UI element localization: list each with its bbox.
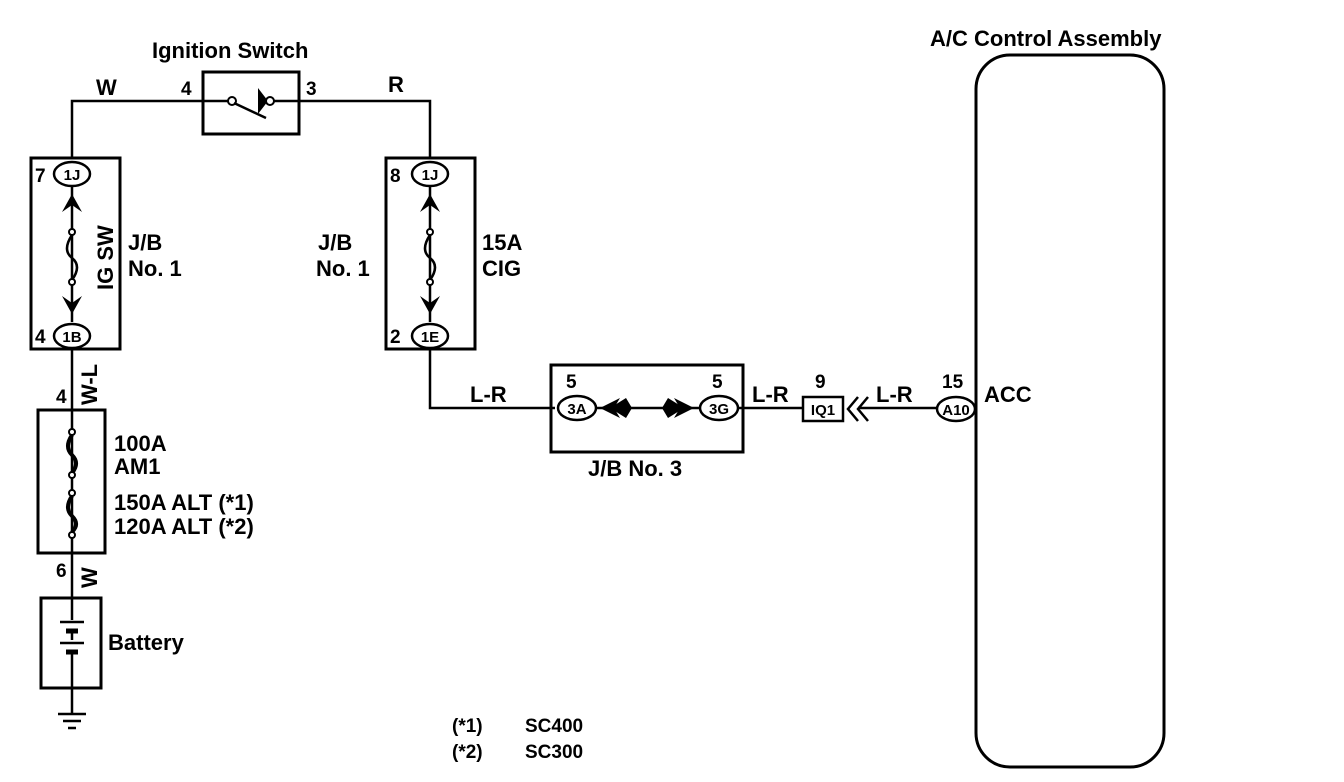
- jb1-right-fuse-line-2: CIG: [482, 256, 521, 281]
- jb3-pin-right: 5: [712, 372, 723, 393]
- ignition-switch-title: Ignition Switch: [152, 38, 308, 63]
- svg-text:3A: 3A: [567, 401, 586, 418]
- wire-w-top: [70, 99, 203, 158]
- jb1-left-label-1: J/B: [128, 230, 162, 255]
- svg-text:A10: A10: [942, 402, 970, 419]
- wire-label-w-top: W: [96, 75, 117, 100]
- battery-icon: [60, 598, 84, 688]
- wire-r-top: [299, 99, 432, 158]
- jb3-link-icon: [596, 398, 700, 418]
- note-1-model: SC400: [525, 716, 583, 737]
- wire-label-lr-1: L-R: [470, 382, 507, 407]
- iq1-conn-box: [801, 395, 845, 423]
- fusible-line-2: AM1: [114, 454, 160, 479]
- note-2-model: SC300: [525, 742, 583, 763]
- jb1-left-label-2: No. 1: [128, 256, 182, 281]
- jb1-left-fuse-icon: [62, 186, 82, 322]
- ignition-switch-symbol: [203, 88, 299, 120]
- jb3-label: J/B No. 3: [588, 456, 682, 481]
- ac-control-pin: 15: [942, 372, 964, 393]
- ac-control-terminal: ACC: [984, 382, 1032, 407]
- footnotes: (*1) SC400 (*2) SC300: [452, 716, 583, 763]
- jb1-right-label-2: No. 1: [316, 256, 370, 281]
- svg-text:1E: 1E: [421, 329, 439, 346]
- fusible-line-3: 150A ALT (*1): [114, 490, 254, 515]
- jb1-right-fuse-line-1: 15A: [482, 230, 522, 255]
- jb3-pin-left: 5: [566, 372, 577, 393]
- fusible-line-4: 120A ALT (*2): [114, 514, 254, 539]
- svg-text:1J: 1J: [422, 167, 439, 184]
- wire-label-lr-3: L-R: [876, 382, 913, 407]
- iq1-pin: 9: [815, 372, 826, 393]
- jb1-left-fuse-label: IG SW: [93, 225, 118, 290]
- ac-control-box: [974, 53, 1166, 769]
- jb1-right-conn-bottom: [410, 322, 450, 350]
- jb1-left-pin-bottom: 4: [35, 327, 46, 348]
- wire-label-w-l: W-L: [77, 364, 102, 405]
- svg-text:3G: 3G: [709, 401, 729, 418]
- jb1-left-pin-top: 7: [35, 166, 46, 187]
- iq1-conn: IQ1: [811, 402, 835, 419]
- fusible-link-icon: [66, 410, 78, 553]
- svg-text:1B: 1B: [62, 329, 81, 346]
- jb1-right-pin-top: 8: [390, 166, 401, 187]
- svg-text:1J: 1J: [64, 167, 81, 184]
- ignition-pin-left: 4: [181, 79, 192, 100]
- note-1-mark: (*1): [452, 716, 483, 737]
- jb1-right-fuse-icon: [420, 186, 440, 322]
- fusible-line-1: 100A: [114, 431, 167, 456]
- wire-lr-1: [428, 349, 555, 410]
- wire-label-lr-2: L-R: [752, 382, 789, 407]
- fusible-pin-bottom: 6: [56, 561, 67, 582]
- wire-label-r-top: R: [388, 72, 404, 97]
- jb1-right-label-1: J/B: [318, 230, 352, 255]
- ground-icon: [58, 688, 86, 730]
- note-2-mark: (*2): [452, 742, 483, 763]
- ignition-switch-box: [201, 70, 301, 136]
- wire-label-w-bottom: W: [77, 567, 102, 588]
- jb1-right-pin-bottom: 2: [390, 327, 401, 348]
- ignition-pin-right: 3: [306, 79, 317, 100]
- battery-label: Battery: [108, 630, 185, 655]
- jb1-left-conn-bottom: [52, 322, 92, 350]
- ac-control-title: A/C Control Assembly: [930, 26, 1162, 51]
- fusible-pin-top: 4: [56, 387, 67, 408]
